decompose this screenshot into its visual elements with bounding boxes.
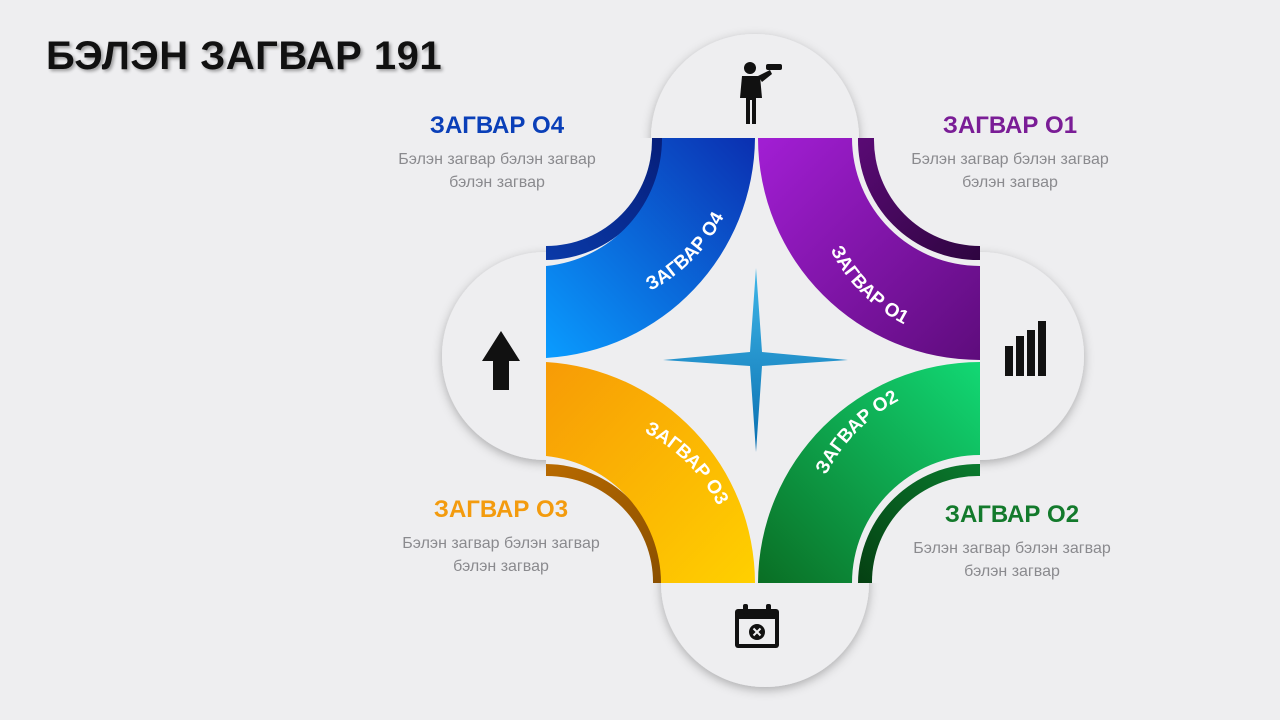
segment-o1: ЗАГВАР О1 — [758, 138, 980, 360]
segment-o3-description: Бэлэн загвар бэлэн загвар бэлэн загвар — [381, 532, 621, 578]
segment-o1-block: ЗАГВАР О1 Бэлэн загвар бэлэн загвар бэлэ… — [890, 112, 1130, 194]
segment-o2-description: Бэлэн загвар бэлэн загвар бэлэн загвар — [892, 537, 1132, 583]
bar-chart-icon — [1005, 321, 1046, 376]
segment-o4-heading: ЗАГВАР О4 — [429, 112, 565, 139]
segment-o3-description-line2: бэлэн загвар — [453, 558, 549, 575]
segment-o4-description-line1: Бэлэн загвар бэлэн загвар — [398, 151, 596, 168]
segment-o4-description: Бэлэн загвар бэлэн загвар бэлэн загвар — [377, 148, 617, 194]
segment-o2-description-line2: бэлэн загвар — [964, 563, 1060, 580]
segment-o1-description-line1: Бэлэн загвар бэлэн загвар — [911, 151, 1109, 168]
segment-o4-block: ЗАГВАР О4 Бэлэн загвар бэлэн загвар бэлэ… — [377, 112, 617, 194]
businessman-telescope-icon — [740, 62, 782, 124]
segment-o2-description-line1: Бэлэн загвар бэлэн загвар — [913, 540, 1111, 557]
segment-o2-block: ЗАГВАР О2 Бэлэн загвар бэлэн загвар бэлэ… — [892, 501, 1132, 583]
segment-o1-heading: ЗАГВАР О1 — [942, 112, 1078, 139]
segment-o1-description: Бэлэн загвар бэлэн загвар бэлэн загвар — [890, 148, 1130, 194]
calendar-x-icon — [735, 604, 779, 648]
slide-title: БЭЛЭН ЗАГВАР 191 — [46, 34, 443, 78]
segment-o3: ЗАГВАР О3 — [546, 362, 755, 583]
segment-o3-heading: ЗАГВАР О3 — [433, 496, 569, 523]
segment-o4-description-line2: бэлэн загвар — [449, 174, 545, 191]
segment-o2-heading: ЗАГВАР О2 — [944, 501, 1080, 528]
four-point-star-icon — [663, 268, 848, 452]
segment-o4: ЗАГВАР О4 — [546, 138, 755, 358]
segment-o1-description-line2: бэлэн загвар — [962, 174, 1058, 191]
up-arrow-icon — [482, 331, 520, 390]
segment-o3-block: ЗАГВАР О3 Бэлэн загвар бэлэн загвар бэлэ… — [381, 496, 621, 578]
segment-o3-description-line1: Бэлэн загвар бэлэн загвар — [402, 535, 600, 552]
